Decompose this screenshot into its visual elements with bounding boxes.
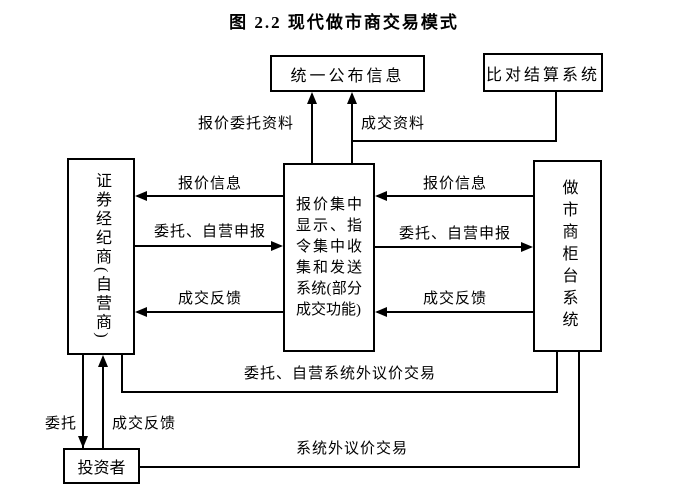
label-quote-info-left: 报价信息 [177,176,243,192]
label-offsystem-trade: 系统外议价交易 [295,441,409,457]
line-trade-data-to-settlement-h [352,140,557,142]
line-quote-info-left [137,195,283,197]
box-broker: 证券经纪商(自营商) [67,158,135,355]
line-investor-feedback [102,357,104,448]
label-trade-feedback-right: 成交反馈 [422,291,488,307]
line-offsystem-trade-h [140,466,580,468]
arrowhead-up-investor-feedback [98,355,108,367]
line-trade-data [351,94,353,163]
label-investor-feedback: 成交反馈 [112,416,177,432]
box-unified-info: 统一公布信息 [270,55,425,92]
arrowhead-left-trade-feedback-left [135,307,147,317]
arrowhead-up-trade-data [347,92,357,104]
line-trade-feedback-left [137,311,283,313]
box-investor: 投资者 [63,448,140,484]
label-quote-order-data: 报价委托资料 [198,116,295,132]
label-order-declare-left: 委托、自营申报 [153,224,267,240]
figure-title: 图 2.2 现代做市商交易模式 [229,13,459,32]
line-offsystem-order-right-v [556,352,558,393]
label-investor-order: 委托 [45,416,78,432]
line-offsystem-order-h [121,391,558,393]
arrowhead-right-order-declare-left [271,241,283,251]
arrowhead-left-quote-info-right [375,191,387,201]
line-quote-order-data [311,94,313,163]
arrowhead-up-quote-order-data [307,92,317,104]
label-quote-info-right: 报价信息 [422,176,488,192]
label-trade-feedback-left: 成交反馈 [177,291,243,307]
arrowhead-right-order-declare-right [521,242,533,252]
line-quote-info-right [377,195,533,197]
box-central-system: 报价集中显示、指令集中收集和发送系统(部分成交功能) [283,163,375,352]
line-order-declare-left [135,245,281,247]
broker-label: 证券经纪商(自营商) [93,172,110,341]
arrowhead-left-quote-info-left [135,191,147,201]
arrowhead-left-trade-feedback-right [375,307,387,317]
line-investor-order [82,355,84,448]
label-offsystem-order-trade: 委托、自营系统外议价交易 [243,366,437,382]
box-settlement-system: 比对结算系统 [483,53,603,92]
label-trade-data: 成交资料 [361,116,426,132]
line-offsystem-trade-v [578,352,580,468]
line-order-declare-right [375,246,531,248]
line-trade-feedback-right [377,311,533,313]
label-order-declare-right: 委托、自营申报 [398,226,512,242]
line-offsystem-order-left-v [121,355,123,393]
box-market-maker: 做市商柜台系统 [533,160,602,352]
line-trade-data-to-settlement-v [555,92,557,142]
market-maker-label: 做市商柜台系统 [559,179,577,333]
arrowhead-down-investor-order [78,436,88,448]
